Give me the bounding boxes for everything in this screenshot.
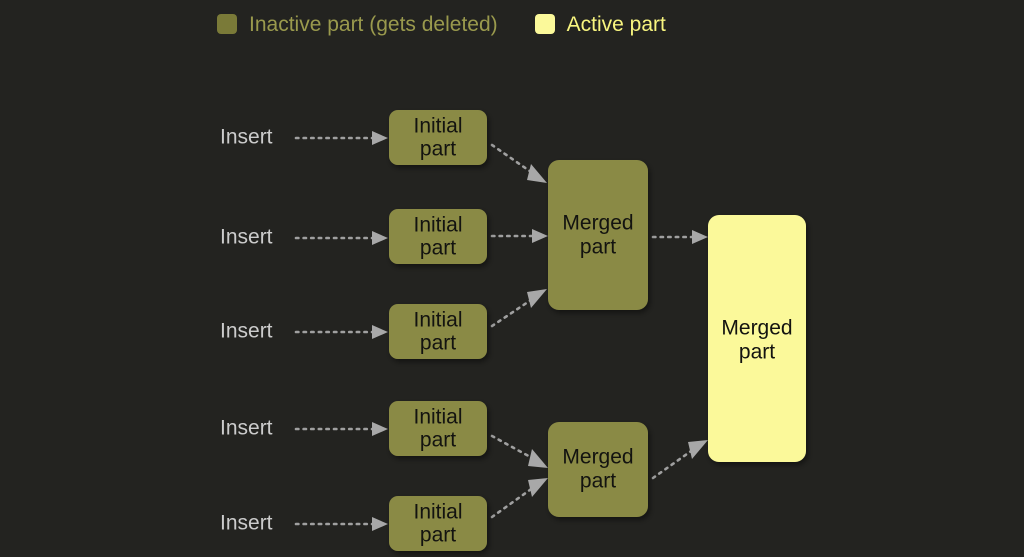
node-initial-part-4[interactable]: Initial part: [389, 401, 487, 456]
edge-initial-2-to-merged-1: [490, 229, 548, 243]
legend-item-inactive: Inactive part (gets deleted): [217, 14, 498, 35]
node-initial-part-5-line1: Initial: [413, 501, 462, 524]
node-initial-part-4-line2: part: [420, 429, 456, 452]
node-initial-part-4-line1: Initial: [413, 406, 462, 429]
node-merged-part-1-line1: Merged: [562, 212, 633, 235]
edge-insert-to-initial-2: [294, 231, 388, 245]
node-initial-part-3-line1: Initial: [413, 309, 462, 332]
legend-label-inactive: Inactive part (gets deleted): [249, 12, 498, 36]
legend-item-active: Active part: [534, 12, 666, 36]
node-merged-part-active[interactable]: Merged part: [708, 215, 806, 462]
node-merged-part-2[interactable]: Merged part: [548, 422, 648, 517]
edge-initial-4-to-merged-2: [490, 434, 548, 468]
insert-label-5: Insert: [220, 512, 273, 535]
edge-merged-1-to-active: [651, 230, 708, 244]
insert-label-4: Insert: [220, 417, 273, 440]
node-merged-part-active-line1: Merged: [721, 317, 792, 340]
edge-insert-to-initial-1: [294, 131, 388, 145]
edge-initial-3-to-merged-1: [490, 289, 547, 328]
node-initial-part-2-line2: part: [420, 237, 456, 260]
legend-swatch-active-icon: [534, 14, 555, 34]
edge-initial-1-to-merged-1: [490, 143, 547, 183]
legend-swatch-inactive-icon: [217, 14, 237, 34]
node-initial-part-1[interactable]: Initial part: [389, 110, 487, 165]
legend: Inactive part (gets deleted) Active part: [217, 8, 666, 40]
edge-insert-to-initial-4: [294, 422, 388, 436]
node-merged-part-2-line1: Merged: [562, 446, 633, 469]
node-merged-part-1[interactable]: Merged part: [548, 160, 648, 310]
edge-initial-5-to-merged-2: [490, 478, 548, 519]
node-initial-part-5[interactable]: Initial part: [389, 496, 487, 551]
node-initial-part-2[interactable]: Initial part: [389, 209, 487, 264]
node-initial-part-2-line1: Initial: [413, 214, 462, 237]
node-initial-part-1-line2: part: [420, 138, 456, 161]
node-initial-part-3-line2: part: [420, 332, 456, 355]
node-merged-part-1-line2: part: [580, 236, 616, 259]
node-initial-part-1-line1: Initial: [413, 115, 462, 138]
insert-label-3: Insert: [220, 320, 273, 343]
insert-label-1: Insert: [220, 126, 273, 149]
node-initial-part-5-line2: part: [420, 524, 456, 547]
edge-insert-to-initial-5: [294, 517, 388, 531]
insert-label-2: Insert: [220, 226, 273, 249]
node-merged-part-2-line2: part: [580, 470, 616, 493]
edge-insert-to-initial-3: [294, 325, 388, 339]
edge-merged-2-to-active: [651, 440, 708, 480]
node-merged-part-active-line2: part: [739, 341, 775, 364]
node-initial-part-3[interactable]: Initial part: [389, 304, 487, 359]
legend-label-active: Active part: [566, 12, 666, 36]
